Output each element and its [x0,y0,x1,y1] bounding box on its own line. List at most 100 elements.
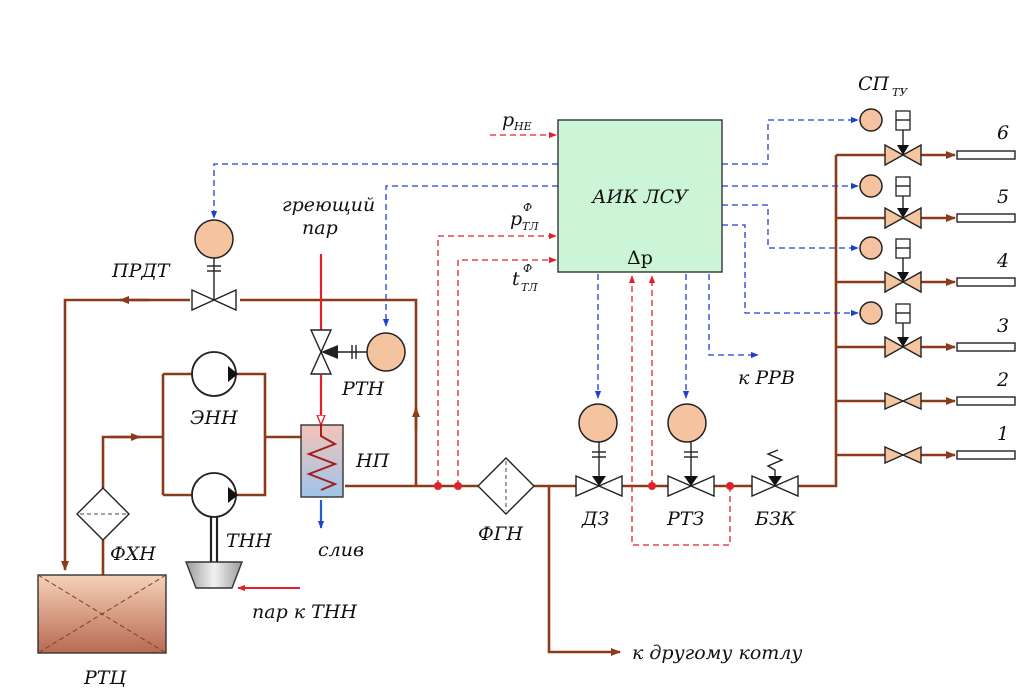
p-tl-tap [434,482,442,490]
dz-valve-right [597,474,623,498]
signal-to-burner-4 [722,204,859,252]
p-tl-signal [437,232,557,486]
burner-2-outlet [956,396,1016,406]
prdt-line-left [61,298,190,571]
bzk-valve-left [751,474,777,498]
control-system-rect [557,119,723,273]
burner-6-valve-right [901,143,922,167]
burner-2-valve-right [901,391,922,411]
signal-labels: p НЕ p ТЛ Ф t ТЛ Ф [502,109,539,294]
burner-4-valve-right [901,270,922,294]
outlet-4-label: 4 [996,250,1009,272]
prdt-valve-right [212,288,237,312]
bzk-spring [766,449,784,476]
dp-upstream-tap [648,482,656,490]
burner-5-outlet [956,213,1016,223]
rtz-valve: РТЗ [666,403,715,530]
np-heater: НП слив [300,424,390,561]
burner-4-outlet [956,277,1016,287]
dz-label: ДЗ [581,508,609,530]
t-tl-superscript: Ф [523,262,532,275]
rtz-actuator [667,403,707,443]
prdt-actuator [194,219,234,259]
control-system-box: АИК ЛСУ Δp [557,119,723,273]
np-label: НП [355,450,390,472]
t-tl-subscript: ТЛ [521,281,538,294]
fhn-label: ФХН [110,543,156,565]
outlet-5-label: 5 [997,186,1009,208]
rtn-valve-side [321,345,338,359]
rtc-cross-2 [37,574,167,654]
p-tl-label: p [510,208,522,230]
signal-to-rrv [708,274,759,359]
fhn-filter: ФХН [76,487,156,565]
heating-steam-line [237,254,321,592]
burner-3-actuator [859,301,883,325]
burner-3-valve-top [897,337,909,347]
control-signals [210,116,859,399]
dp-signal-downstream [628,275,731,546]
burner-3-valve-left [884,335,905,359]
measurement-signals [434,131,734,546]
enn-pump-arrow [228,366,238,382]
burner-4-valve-left [884,270,905,294]
burner-4-valve-top [897,272,909,282]
burner-5-valve-right [901,206,922,230]
bzk-valve-right [773,474,799,498]
burner-5-valve-top [897,208,909,218]
enn-label: ЭНН [190,407,238,429]
to-rrv-label: к РРВ [738,367,795,389]
burner-valve-3: 3 [859,301,1016,359]
signal-to-rtn [382,185,558,327]
burner-1-valve-right [901,445,922,465]
rtn-valve-bottom [309,350,333,375]
burner-3-valve-right [901,335,922,359]
dz-valve: ДЗ [575,403,623,530]
fgn-filter: ФГН [477,457,535,545]
discharge-manifold [236,372,267,497]
heating-steam-label-2: пар [302,217,338,239]
burner-1-valve-left [884,445,905,465]
rtz-valve-left [667,474,693,498]
dz-valve-top [592,476,606,486]
prdt-valve-left [191,288,216,312]
dp-downstream-tap [726,482,734,490]
burner-5-actuator [859,174,883,198]
p-ne-label: p [502,109,514,131]
rtn-valve-top [309,329,333,354]
drain-label: слив [318,539,364,561]
burner-valve-4: 4 [859,236,1016,294]
bzk-to-burners-pipe [798,155,838,488]
burner-valve-5: 5 [859,174,1016,230]
burner-valve-2: 2 [884,369,1016,411]
tnn-pump: ТНН пар к ТНН [184,472,357,623]
burner-6-valve-top [897,145,909,155]
bzk-valve-top [768,476,782,486]
outlet-3-label: 3 [997,315,1009,337]
rtn-label: РТН [341,378,384,400]
p-tl-superscript: Ф [523,201,532,214]
sp-ty-subscript: ТУ [892,86,908,99]
enn-pump: ЭНН [190,351,238,429]
bzk-valve: БЗК [751,449,799,530]
burner-4-actuator [859,236,883,260]
tnn-turbine [184,561,244,589]
signal-to-burner-6 [722,116,859,165]
delta-p-label: Δp [627,247,653,269]
fhn-to-pumps-pipe [101,435,163,488]
tnn-pump-arrow [228,487,238,503]
rtn-valve: РТН греющий пар [282,194,406,400]
burner-6-outlet [956,150,1016,160]
p-ne-subscript: НЕ [513,120,532,133]
to-other-boiler-pipe [547,486,621,656]
signal-to-prdt [210,163,558,219]
np-heater-coil [306,425,338,491]
burner-2-valve-left [884,391,905,411]
dz-actuator [578,403,618,443]
heating-steam-label-1: греющий [282,194,375,216]
rtc-tank: РТЦ [37,574,167,689]
fgn-label: ФГН [478,523,523,545]
outlet-1-label: 1 [997,423,1009,445]
control-system-label: АИК ЛСУ [590,186,689,208]
